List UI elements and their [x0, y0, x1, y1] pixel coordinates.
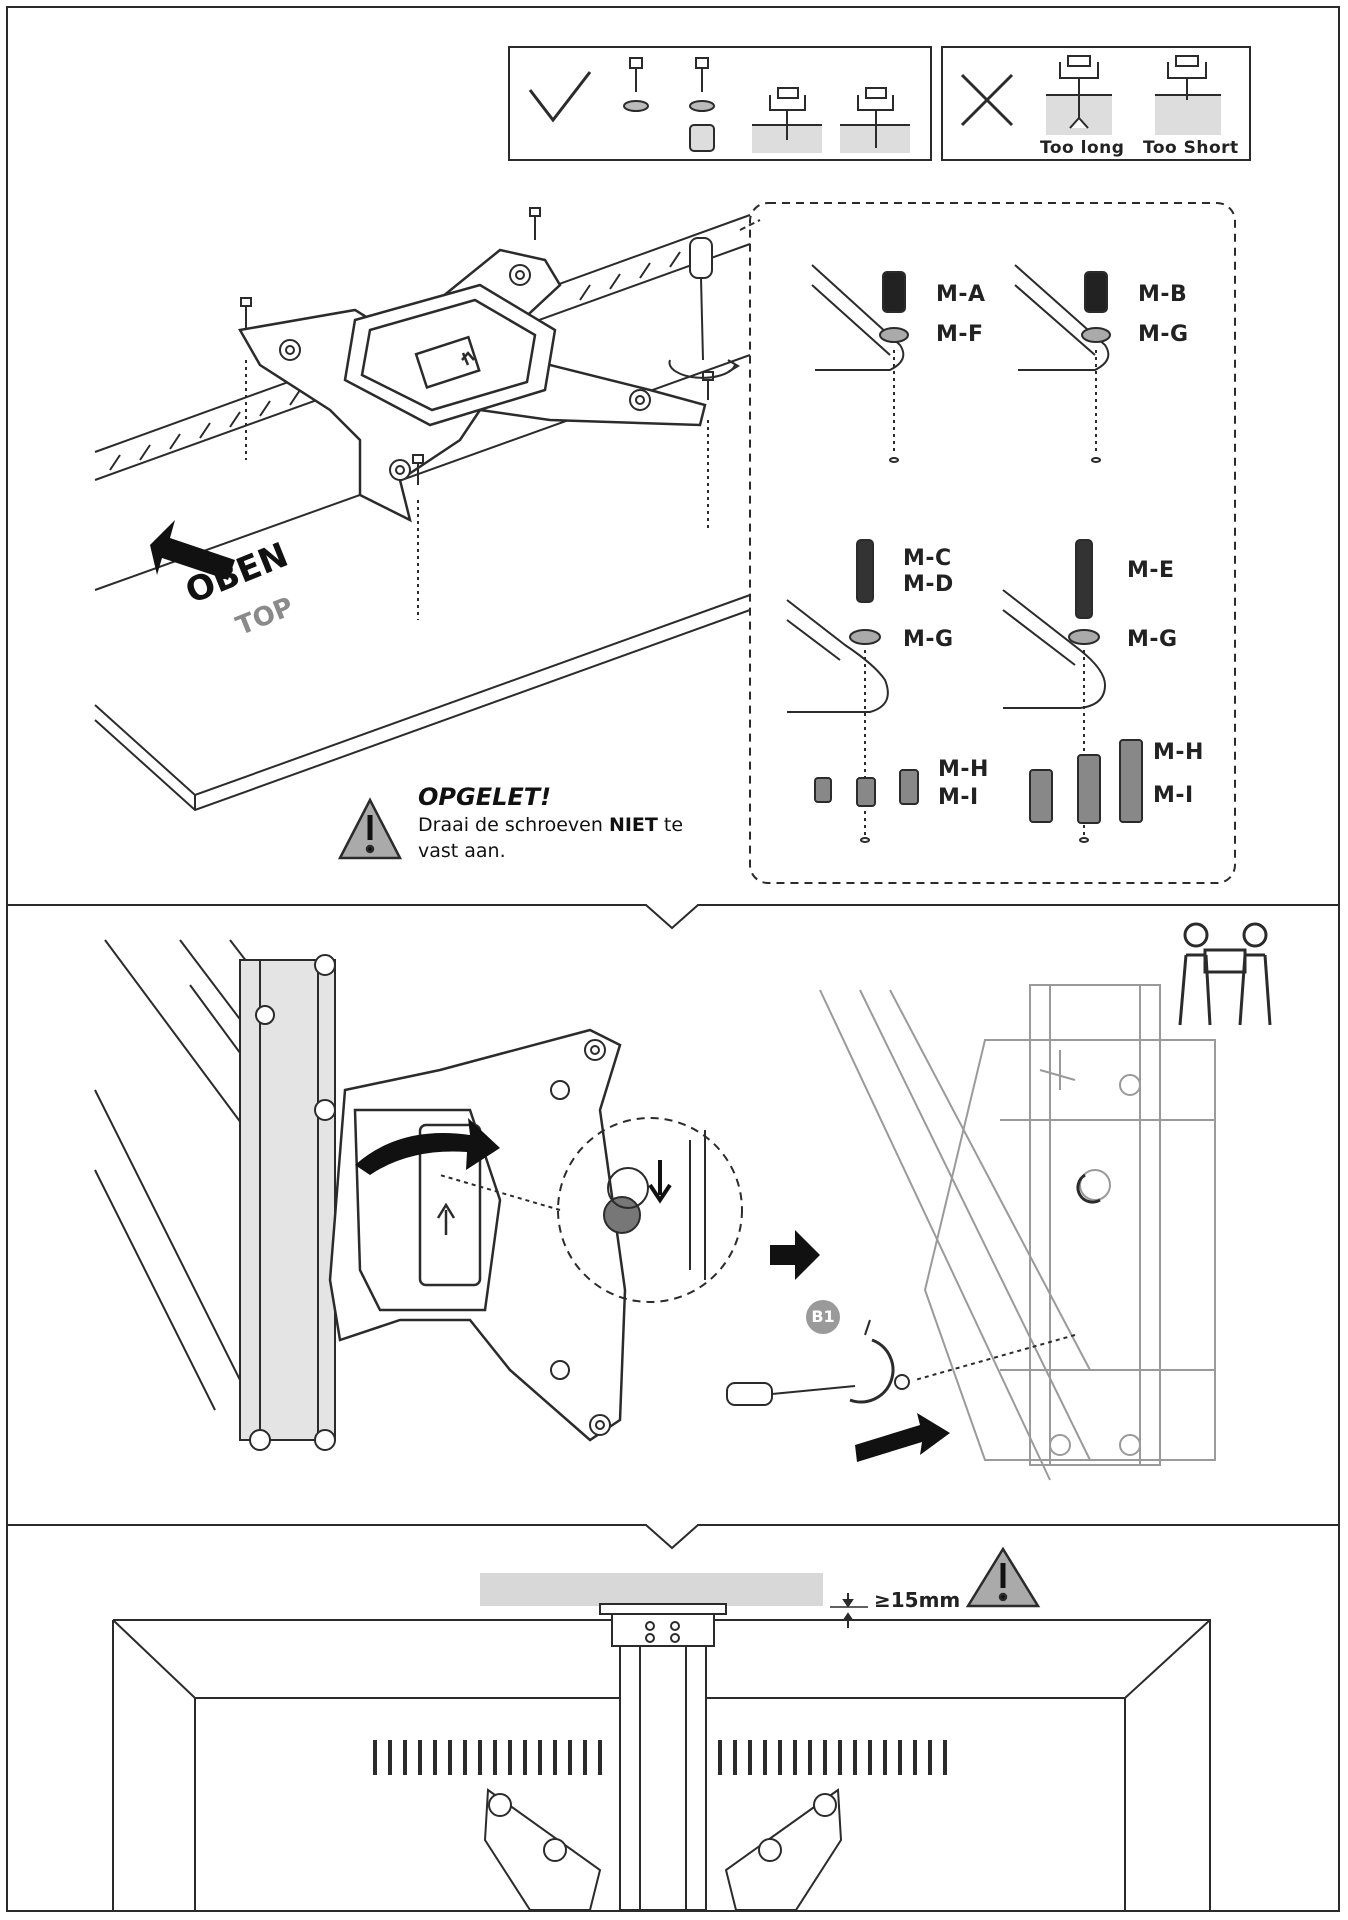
step2-right-screws: [849, 1173, 1101, 1404]
label-m-g-3: M-G: [1127, 627, 1178, 652]
screwdriver-step2-icon: [726, 1382, 856, 1406]
label-m-b: M-B: [1138, 282, 1188, 307]
correct-box: [508, 46, 932, 161]
step1-screws: [240, 207, 714, 620]
plate-holes: [279, 264, 651, 481]
mount-arm-right: [819, 984, 1216, 1481]
vesa-plate-step2: [328, 1028, 627, 1442]
detail-screws: [849, 271, 1111, 843]
mount-step3: [483, 1603, 843, 1911]
vesa-plate: [238, 248, 707, 523]
incorrect-box: [941, 46, 1251, 161]
warning-body-end: te vast aan.: [418, 814, 684, 862]
label-m-h-1: M-H: [938, 757, 989, 782]
screwdriver-icon: [668, 237, 740, 379]
plate-holes-step2: [550, 1039, 611, 1436]
correct-screws-icon: [623, 57, 910, 153]
ceiling-bar: [480, 1573, 823, 1606]
warning-body-bold: NIET: [608, 814, 658, 836]
screw-detail-box: [749, 202, 1236, 884]
two-people-icon: [1178, 922, 1272, 1026]
clearance-arrows: [830, 1593, 868, 1628]
warning-triangle-icon: [337, 797, 403, 860]
divider-1: [8, 904, 1338, 930]
label-m-f: M-F: [936, 322, 984, 347]
vent-slots: [109, 240, 711, 471]
rotate-arrow-icon: [355, 1118, 500, 1175]
label-m-i-1: M-I: [938, 785, 979, 810]
too-long-label: Too long: [1040, 138, 1125, 158]
incorrect-screws-icon: [1046, 55, 1221, 135]
divider-2: [8, 1524, 1338, 1550]
detail-plates: [786, 264, 1110, 713]
part-badge-b1: B1: [806, 1300, 840, 1334]
label-m-a: M-A: [936, 282, 986, 307]
too-short-label: Too Short: [1143, 138, 1239, 158]
zoom-detail: [439, 1117, 743, 1303]
check-icon: [528, 71, 592, 123]
vent-slots-step3: [373, 1740, 947, 1775]
warning-body: Draai de schroeven NIET te vast aan.: [418, 812, 718, 864]
warning-body-start: Draai de schroeven: [418, 814, 609, 836]
label-m-c: M-C: [903, 546, 952, 571]
spacer-set: [814, 739, 1143, 824]
label-m-g-1: M-G: [1138, 322, 1189, 347]
up-arrow-icon: [150, 520, 235, 580]
push-arrow-icon: [855, 1413, 950, 1462]
label-m-i-2: M-I: [1153, 783, 1194, 808]
clearance-label: ≥15mm: [874, 1588, 961, 1612]
next-step-arrow-icon: [770, 1230, 820, 1280]
warning-triangle-icon-2: [965, 1546, 1041, 1608]
label-m-d: M-D: [903, 572, 954, 597]
mount-arm-left: [94, 939, 336, 1451]
label-m-g-2: M-G: [903, 627, 954, 652]
cross-icon: [960, 73, 1014, 127]
label-m-e: M-E: [1127, 558, 1175, 583]
label-m-h-2: M-H: [1153, 740, 1204, 765]
warning-title: OPGELET!: [418, 783, 552, 811]
